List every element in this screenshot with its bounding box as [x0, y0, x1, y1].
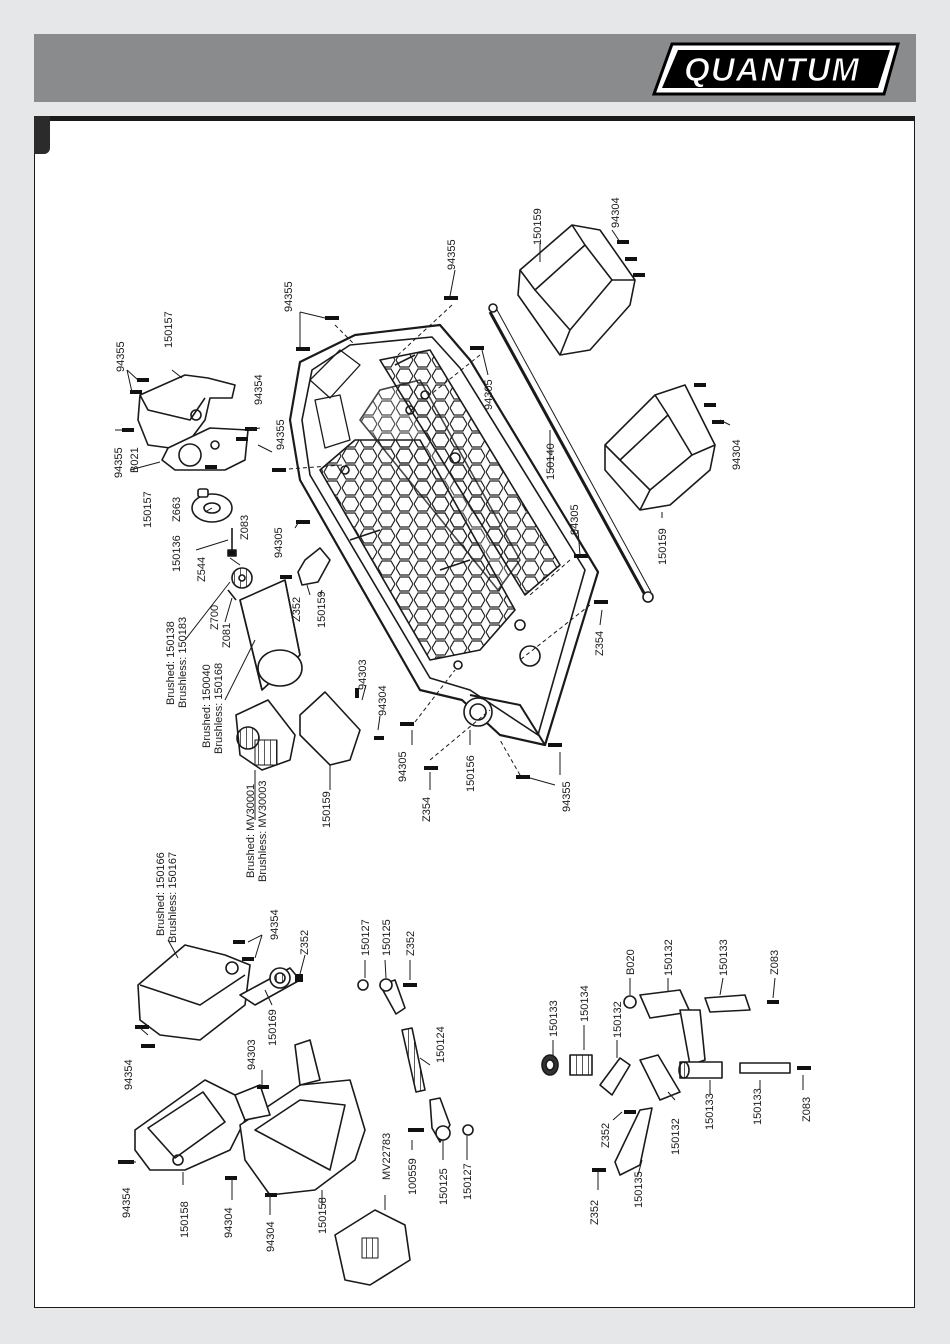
battery-cover-top-drawing	[517, 224, 636, 356]
label-150132: 150132	[670, 1118, 682, 1155]
label-150167: Brushless: 150167	[167, 852, 179, 943]
label-150166: Brushed: 150166	[155, 852, 167, 936]
label-150125: 150125	[381, 919, 393, 956]
label-94355: 94355	[283, 281, 295, 312]
motor-drawing	[239, 579, 303, 691]
label-94304: 94304	[377, 685, 389, 716]
label-150132: 150132	[612, 1001, 624, 1038]
steering-parts-drawing	[541, 989, 791, 1176]
label-150159: 150159	[316, 591, 328, 628]
servo-drawing	[137, 944, 301, 1041]
label-94303: 94303	[246, 1039, 258, 1070]
label-150156: 150156	[465, 755, 477, 792]
receiver-drawing	[334, 1209, 411, 1286]
label-Z354: Z354	[594, 631, 606, 656]
label-94354: 94354	[123, 1059, 135, 1090]
logo-text: QUANTUM	[684, 51, 860, 88]
label-150140: 150140	[545, 443, 557, 480]
label-Z352: Z352	[589, 1200, 601, 1225]
label-150127: 150127	[462, 1163, 474, 1200]
label-150168: Brushless: 150168	[213, 663, 225, 754]
label-94304: 94304	[610, 197, 622, 228]
label-150159: 150159	[321, 791, 333, 828]
label-MV30001: Brushed: MV30001	[245, 784, 257, 878]
label-150157: 150157	[163, 311, 175, 348]
label-94303: 94303	[357, 659, 369, 690]
label-94305: 94305	[569, 504, 581, 535]
brace-rod-drawing	[488, 303, 654, 603]
label-150125: 150125	[438, 1168, 450, 1205]
label-150135: 150135	[633, 1171, 645, 1208]
label-Z352: Z352	[405, 931, 417, 956]
label-B021: B021	[129, 447, 141, 473]
label-150127: 150127	[360, 919, 372, 956]
label-Z352: Z352	[600, 1123, 612, 1148]
label-94305: 94305	[273, 527, 285, 558]
label-150134: 150134	[579, 985, 591, 1022]
label-Z083: Z083	[801, 1097, 813, 1122]
esc-cover-drawing	[299, 691, 361, 766]
leader-lines	[115, 229, 804, 1215]
esc-drawing	[235, 699, 296, 771]
part-labels: 94355 150157 94354 94355 B021 94355 1501…	[113, 197, 813, 1252]
motor-plate-drawing	[191, 488, 253, 601]
label-B020: B020	[625, 949, 637, 975]
label-94305: 94305	[397, 751, 409, 782]
label-150133: 150133	[752, 1088, 764, 1125]
turnbuckle-drawing	[357, 978, 474, 1143]
label-MV30003: Brushless: MV30003	[257, 781, 269, 883]
label-94304: 94304	[265, 1221, 277, 1252]
label-Z083: Z083	[239, 515, 251, 540]
label-Z081: Z081	[221, 623, 233, 648]
chassis-drawing	[288, 323, 600, 747]
label-94304: 94304	[223, 1207, 235, 1238]
label-150157: 150157	[142, 491, 154, 528]
label-94355: 94355	[113, 447, 125, 478]
motor-mount-drawing	[137, 374, 249, 471]
label-150159: 150159	[532, 208, 544, 245]
battery-cover-bottom-drawing	[604, 384, 716, 511]
label-150133: 150133	[704, 1093, 716, 1130]
label-Z352: Z352	[299, 930, 311, 955]
label-150138: Brushed: 150138	[165, 621, 177, 705]
label-Z352: Z352	[291, 597, 303, 622]
label-150158: 150158	[179, 1201, 191, 1238]
label-150169: 150169	[267, 1009, 279, 1046]
label-94354: 94354	[253, 374, 265, 405]
label-Z083: Z083	[769, 950, 781, 975]
label-94354: 94354	[269, 909, 281, 940]
label-Z663: Z663	[171, 497, 183, 522]
page-header: QUANTUM	[34, 34, 916, 102]
label-150183: Brushless: 150183	[177, 617, 189, 708]
label-Z700: Z700	[209, 605, 221, 630]
label-94304: 94304	[731, 439, 743, 470]
label-100559: 100559	[407, 1158, 419, 1195]
label-94355: 94355	[275, 419, 287, 450]
label-Z354: Z354	[421, 797, 433, 822]
label-94355: 94355	[446, 239, 458, 270]
label-150133: 150133	[718, 939, 730, 976]
label-150136: 150136	[171, 535, 183, 572]
label-150159: 150159	[657, 528, 669, 565]
quantum-logo: QUANTUM	[651, 40, 902, 103]
label-94355: 94355	[561, 781, 573, 812]
label-MV22783: MV22783	[381, 1133, 393, 1180]
battery-tray-drawing	[134, 1039, 366, 1196]
label-94354: 94354	[121, 1187, 133, 1218]
label-Z544: Z544	[196, 557, 208, 582]
section-tab	[34, 116, 50, 154]
label-150132: 150132	[663, 939, 675, 976]
label-150040: Brushed: 150040	[201, 664, 213, 748]
label-150124: 150124	[435, 1026, 447, 1063]
label-94305: 94305	[483, 379, 495, 410]
label-150133: 150133	[548, 1000, 560, 1037]
label-150158: 150158	[317, 1197, 329, 1234]
label-94355: 94355	[115, 341, 127, 372]
